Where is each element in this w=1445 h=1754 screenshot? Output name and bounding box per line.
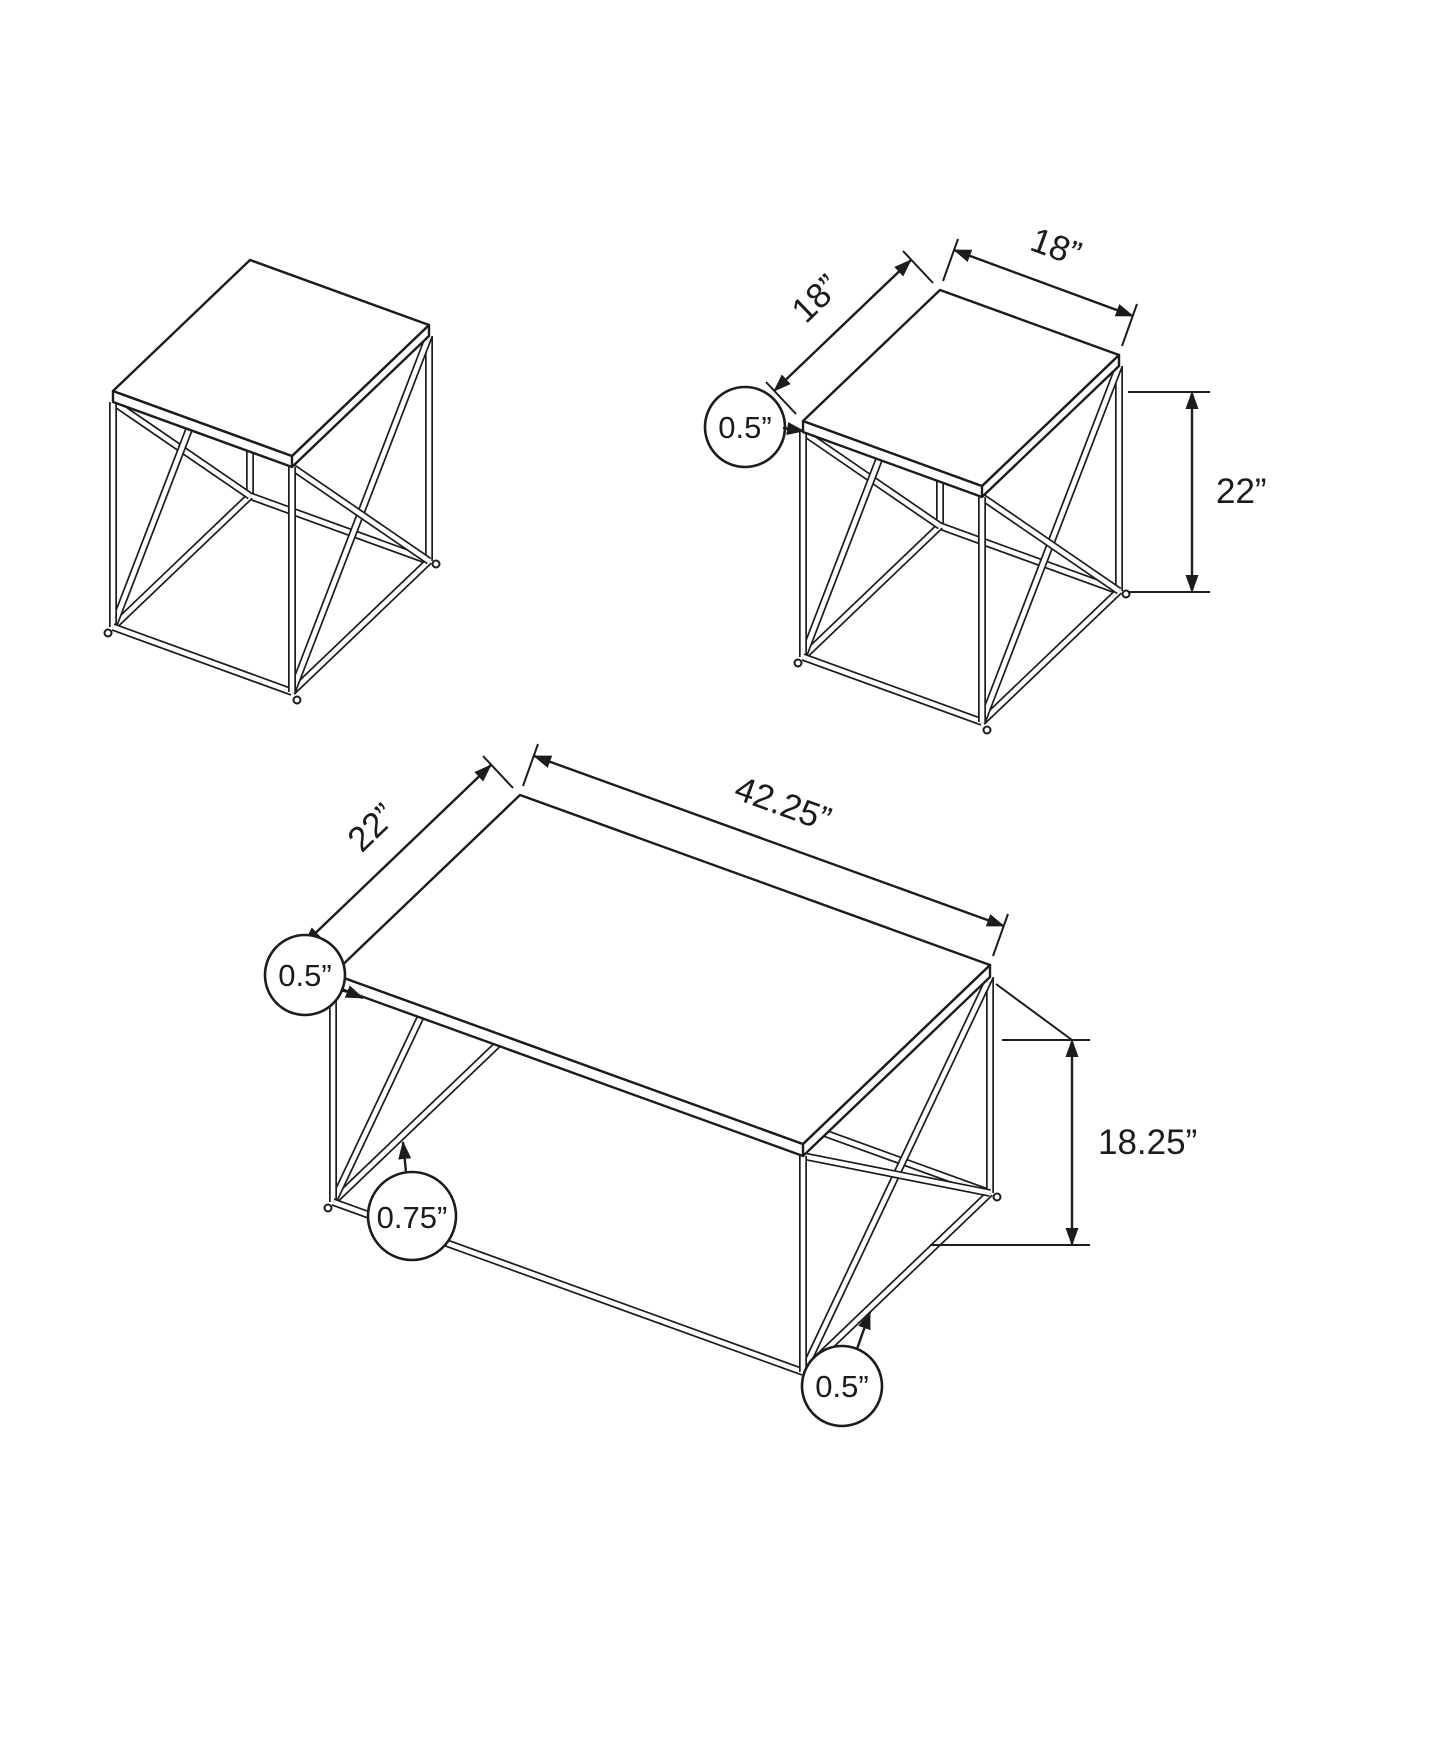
callout-arrow	[782, 422, 805, 436]
dimension-label-height: 18.25”	[1098, 1123, 1197, 1162]
callout-shelf-thickness: 0.5”	[800, 1311, 884, 1428]
extension-line	[1121, 303, 1138, 347]
callout-frame-thickness: 0.75”	[366, 1141, 458, 1262]
callout-arrow	[398, 1141, 412, 1173]
callout-circle	[800, 1344, 884, 1428]
dimension-arrow-width	[953, 248, 1134, 318]
extension-line	[992, 913, 1009, 957]
right-x-brace-2	[802, 1152, 991, 1197]
callout-label-top-thickness: 0.5”	[278, 958, 331, 993]
callout-top-thickness: 0.5”	[703, 385, 805, 469]
dimension-label-depth: 18”	[784, 267, 847, 330]
callout-label-shelf-thickness: 0.5”	[815, 1369, 868, 1404]
end-table-plain	[105, 260, 440, 704]
dimension-arrow-width	[533, 754, 1005, 928]
dimension-arrow-depth	[773, 259, 912, 392]
foot-glide	[323, 1203, 333, 1213]
callout-circle	[366, 1170, 458, 1262]
dimension-label-depth: 22”	[340, 796, 403, 859]
coffee-table-wireframe	[323, 793, 1002, 1385]
dimension-label-width: 42.25”	[730, 769, 837, 840]
callout-circle	[263, 933, 347, 1017]
end-table-dimensioned	[795, 290, 1130, 734]
extension-line	[995, 983, 1073, 1041]
callout-top-thickness: 0.5”	[263, 933, 364, 1017]
tabletop-surface	[331, 793, 992, 1146]
extension-line	[765, 381, 797, 415]
dimension-arrow-depth	[303, 764, 492, 945]
callout-label-frame-thickness: 0.75”	[377, 1200, 448, 1235]
dimension-label-height: 22”	[1216, 472, 1267, 511]
bottom-rail-front-right	[800, 1190, 993, 1375]
callout-circle	[703, 385, 787, 469]
extension-line	[482, 755, 514, 789]
dimension-label-width: 18”	[1025, 220, 1086, 274]
foot-glide	[992, 1192, 1002, 1202]
callout-label-top-thickness: 0.5”	[718, 410, 771, 445]
extension-line	[902, 250, 934, 284]
bottom-rail-back-left	[330, 1020, 523, 1205]
callout-arrow	[340, 985, 364, 1000]
callout-arrow	[855, 1311, 872, 1350]
coffee-table-dimensions: 22” 42.25” 18.25” 0.5” 0.75” 0.5”	[263, 743, 1197, 1428]
extension-line	[942, 238, 959, 282]
extension-line	[522, 743, 539, 787]
